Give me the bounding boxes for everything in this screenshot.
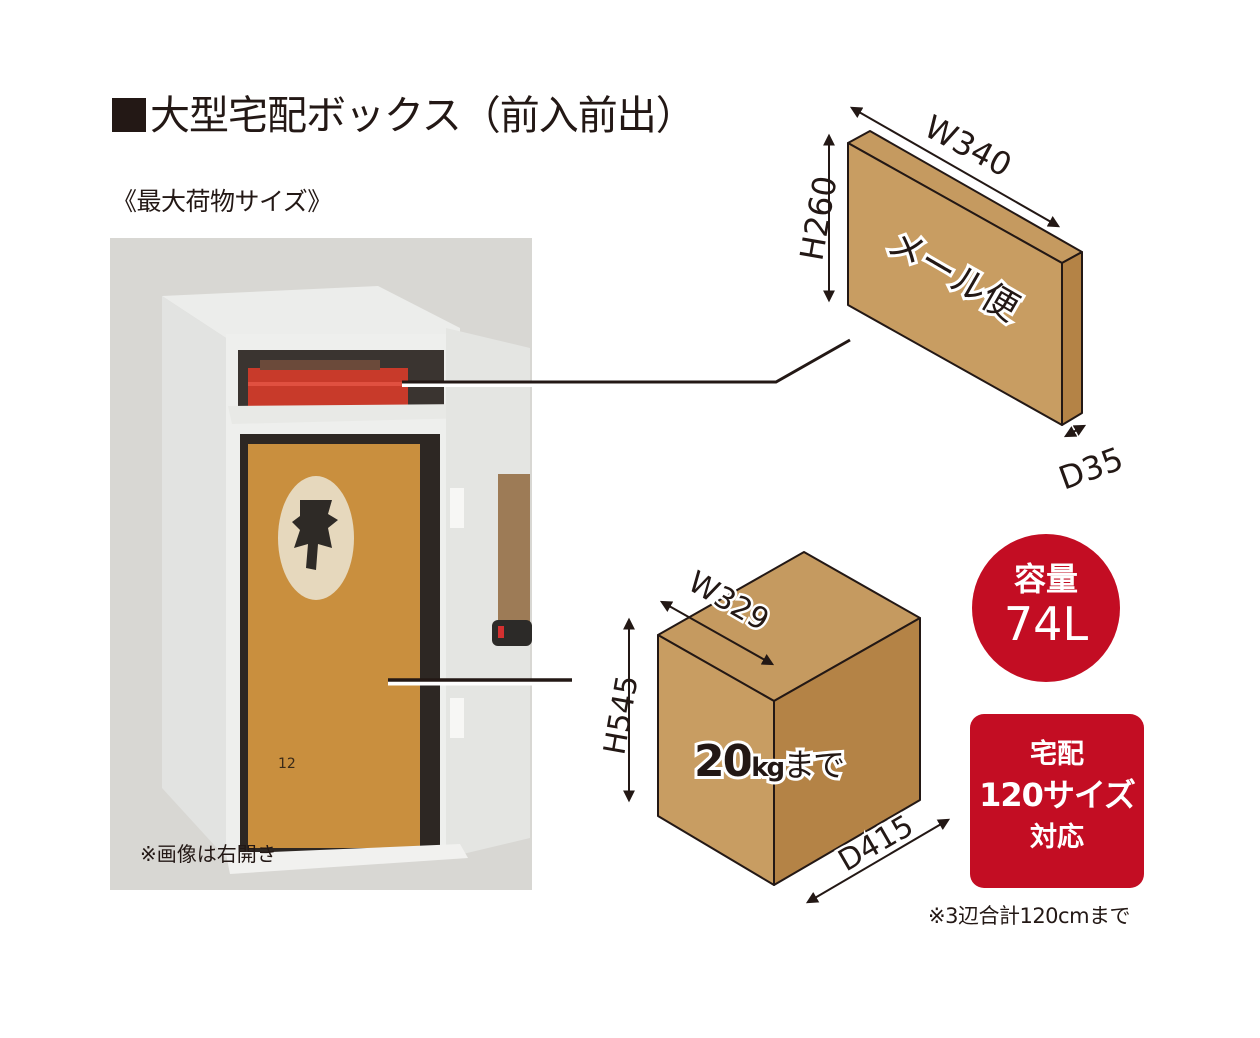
large-depth-arrow xyxy=(805,818,951,904)
large-height-label: H545 xyxy=(597,673,645,758)
weight-unit: kg xyxy=(751,753,783,783)
mail-depth-label: D35 xyxy=(1054,439,1128,497)
capacity-badge: 容量 74L xyxy=(972,534,1120,682)
capacity-value: 74L xyxy=(1003,597,1089,651)
weight-suffix: まで xyxy=(783,746,843,784)
size-badge-line1: 宅配 xyxy=(1030,739,1084,770)
mail-height-label: H260 xyxy=(792,173,844,263)
section-subtitle: 《最大荷物サイズ》 xyxy=(112,187,332,216)
mail-depth-arrow xyxy=(1063,424,1087,438)
product-photo: 12 ※画像は右開き xyxy=(110,238,532,890)
weight-number: 20 xyxy=(694,736,752,787)
page-title-text: 大型宅配ボックス（前入前出） xyxy=(150,93,696,139)
delivery-box-illustration: 12 xyxy=(162,286,532,874)
leader-line-large xyxy=(388,678,572,686)
page-title: 大型宅配ボックス（前入前出） xyxy=(112,92,696,140)
large-parcel-weight-label: 20kgまで xyxy=(691,733,848,790)
photo-caption: ※画像は右開き xyxy=(140,842,277,866)
svg-text:20kgまで: 20kgまで xyxy=(694,736,843,787)
size-badge-line2: 120サイズ xyxy=(979,776,1136,814)
title-square-marker xyxy=(112,98,146,132)
large-width-arrow xyxy=(659,600,775,666)
size-badge: 宅配 120サイズ 対応 xyxy=(970,714,1144,888)
size-footnote: ※3辺合計120cmまで xyxy=(928,904,1131,928)
svg-text:12: 12 xyxy=(278,756,296,772)
mail-width-arrow xyxy=(849,106,1061,228)
capacity-label: 容量 xyxy=(1013,560,1078,598)
leader-line-mail xyxy=(402,337,852,387)
size-badge-line3: 対応 xyxy=(1030,822,1084,853)
